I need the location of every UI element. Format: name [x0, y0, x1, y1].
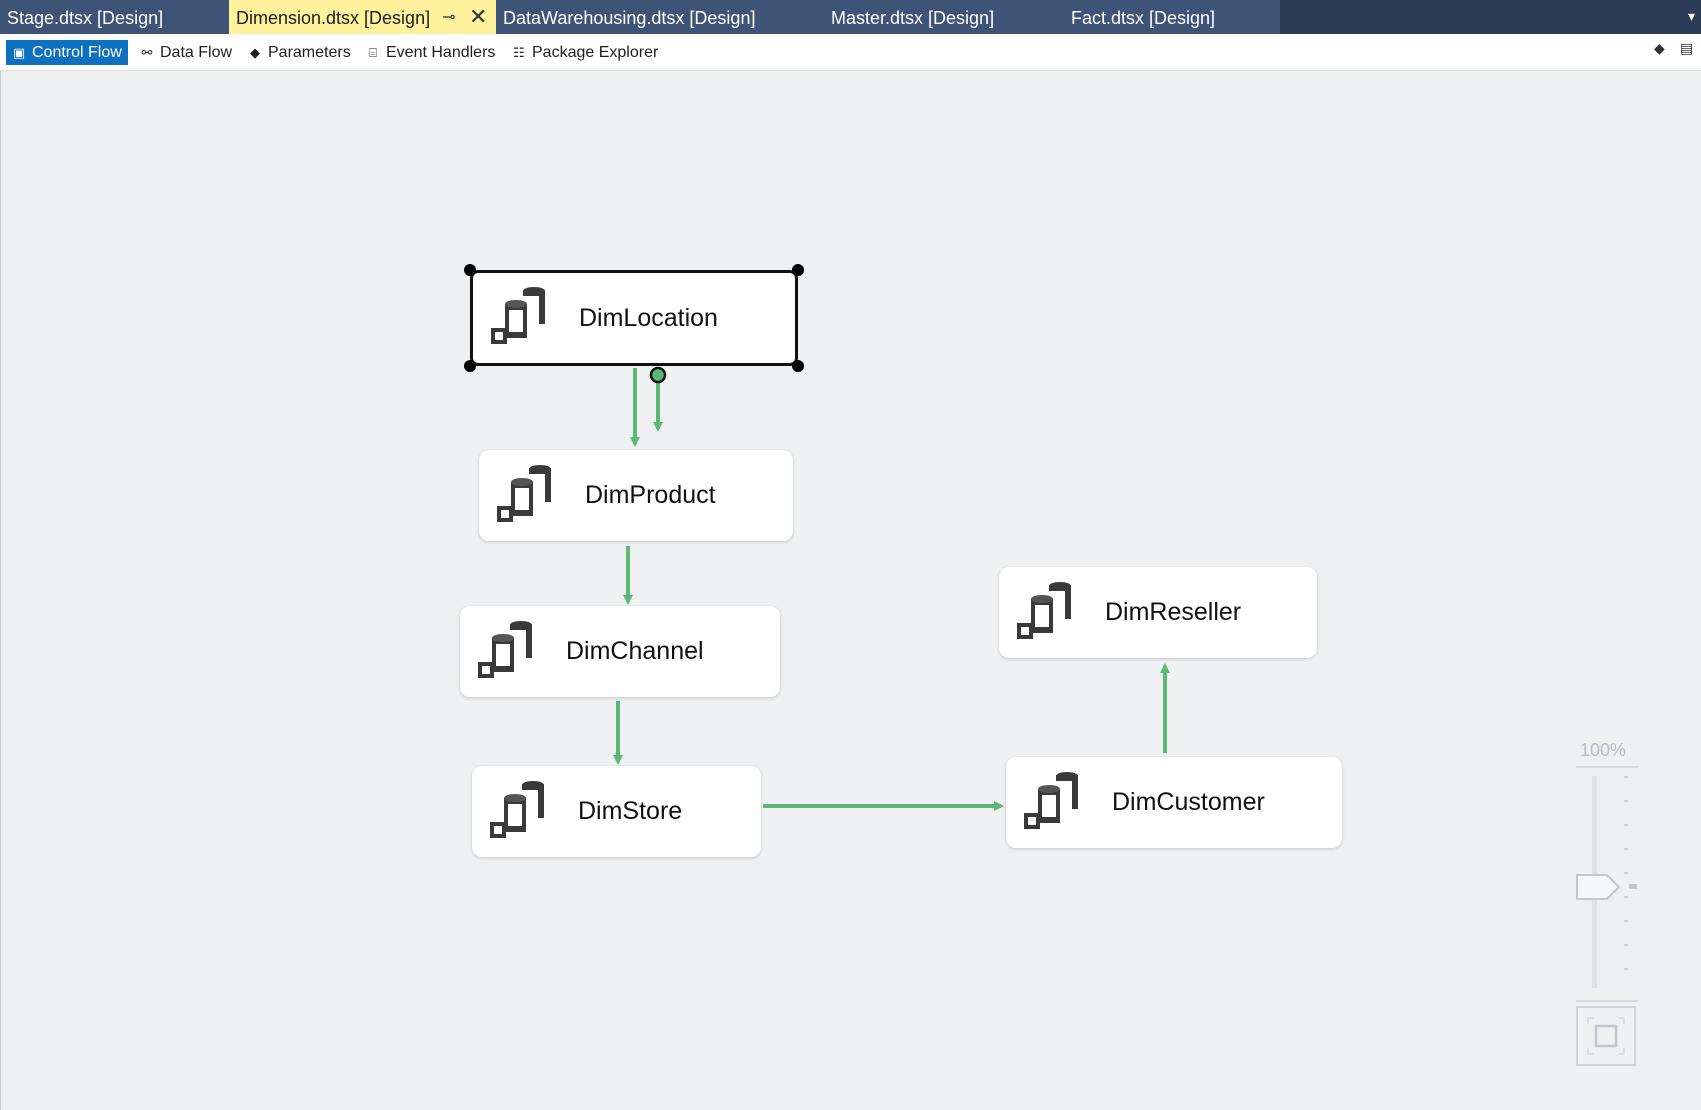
zoom-to-fit-button[interactable]	[1576, 1006, 1636, 1066]
execute-package-task-icon	[478, 620, 532, 678]
tab-label: Data Flow	[160, 44, 233, 61]
connector-drag-handle[interactable]	[649, 366, 667, 384]
package-explorer-icon: ☷	[513, 45, 525, 60]
task-label: DimCustomer	[1112, 788, 1265, 816]
tab-master-design[interactable]: Master.dtsx [Design]	[824, 0, 1064, 34]
task-dimlocation[interactable]: DimLocation	[464, 264, 804, 372]
execute-package-task-icon	[497, 464, 551, 522]
task-label: DimStore	[578, 797, 683, 825]
tab-label: Stage.dtsx [Design]	[7, 8, 164, 28]
tab-label: Fact.dtsx [Design]	[1071, 8, 1216, 28]
resize-handle[interactable]	[792, 360, 804, 372]
tab-label: Master.dtsx [Design]	[831, 8, 995, 28]
data-flow-icon: ⚯	[141, 45, 153, 60]
task-label: DimReseller	[1105, 598, 1242, 626]
close-icon[interactable]: ✕	[469, 4, 488, 29]
execute-package-task-icon	[1024, 771, 1078, 829]
document-tab-strip: Stage.dtsx [Design] Dimension.dtsx [Desi…	[0, 0, 1701, 34]
precedence-constraints	[613, 366, 1170, 811]
toolbox-icon[interactable]: ▤	[1680, 40, 1694, 56]
execute-package-task-icon	[490, 780, 544, 838]
resize-handle[interactable]	[792, 264, 804, 276]
task-dimchannel[interactable]: DimChannel	[460, 606, 780, 697]
tab-event-handlers[interactable]: ⌸ Event Handlers	[360, 40, 501, 65]
tab-stage-design[interactable]: Stage.dtsx [Design]	[0, 0, 229, 34]
tab-parameters[interactable]: ◆ Parameters	[242, 40, 357, 65]
execute-package-task-icon	[1017, 581, 1071, 639]
resize-handle[interactable]	[464, 264, 476, 276]
tab-label: Package Explorer	[532, 44, 659, 61]
tab-label: Dimension.dtsx [Design]	[236, 8, 431, 28]
fit-to-window-icon	[1587, 1017, 1625, 1055]
tab-label: Parameters	[268, 44, 351, 61]
tab-data-flow[interactable]: ⚯ Data Flow	[134, 40, 238, 65]
zoom-slider-thumb[interactable]	[1575, 872, 1639, 902]
zoom-level-label: 100%	[1580, 740, 1627, 760]
zoom-divider	[1576, 766, 1638, 768]
control-flow-canvas[interactable]: DimLocation DimProduct DimChannel	[0, 71, 1701, 1110]
pin-icon[interactable]: ⊸	[442, 9, 456, 26]
zoom-slider-ticks	[1624, 776, 1628, 988]
tab-overflow-dropdown-icon[interactable]: ▾	[1687, 8, 1695, 24]
designer-tab-bar: ▣ Control Flow ⚯ Data Flow ◆ Parameters ⌸ Ev…	[0, 34, 1701, 71]
execute-package-task-icon	[491, 287, 545, 344]
tab-datawarehousing-design[interactable]: DataWarehousing.dtsx [Design]	[496, 0, 824, 34]
task-dimstore[interactable]: DimStore	[472, 766, 761, 857]
task-dimproduct[interactable]: DimProduct	[479, 450, 793, 541]
tab-control-flow[interactable]: ▣ Control Flow	[6, 40, 128, 65]
zoom-divider	[1576, 1000, 1638, 1002]
tab-fact-design[interactable]: Fact.dtsx [Design]	[1064, 0, 1280, 34]
tab-label: Control Flow	[32, 44, 122, 61]
tab-label: Event Handlers	[386, 44, 496, 61]
tab-package-explorer[interactable]: ☷ Package Explorer	[506, 40, 664, 65]
tab-label: DataWarehousing.dtsx [Design]	[503, 8, 756, 28]
control-flow-icon: ▣	[12, 45, 26, 60]
task-dimcustomer[interactable]: DimCustomer	[1006, 757, 1342, 848]
resize-handle[interactable]	[464, 360, 476, 372]
task-label: DimChannel	[566, 637, 704, 665]
event-handlers-icon: ⌸	[369, 45, 377, 60]
task-label: DimProduct	[585, 481, 716, 509]
parameters-icon: ◆	[250, 45, 260, 60]
variables-icon[interactable]: ◆	[1654, 40, 1665, 56]
task-label: DimLocation	[579, 303, 718, 332]
task-dimreseller[interactable]: DimReseller	[999, 567, 1317, 658]
tab-dimension-design[interactable]: Dimension.dtsx [Design] ⊸ ✕	[229, 0, 496, 34]
